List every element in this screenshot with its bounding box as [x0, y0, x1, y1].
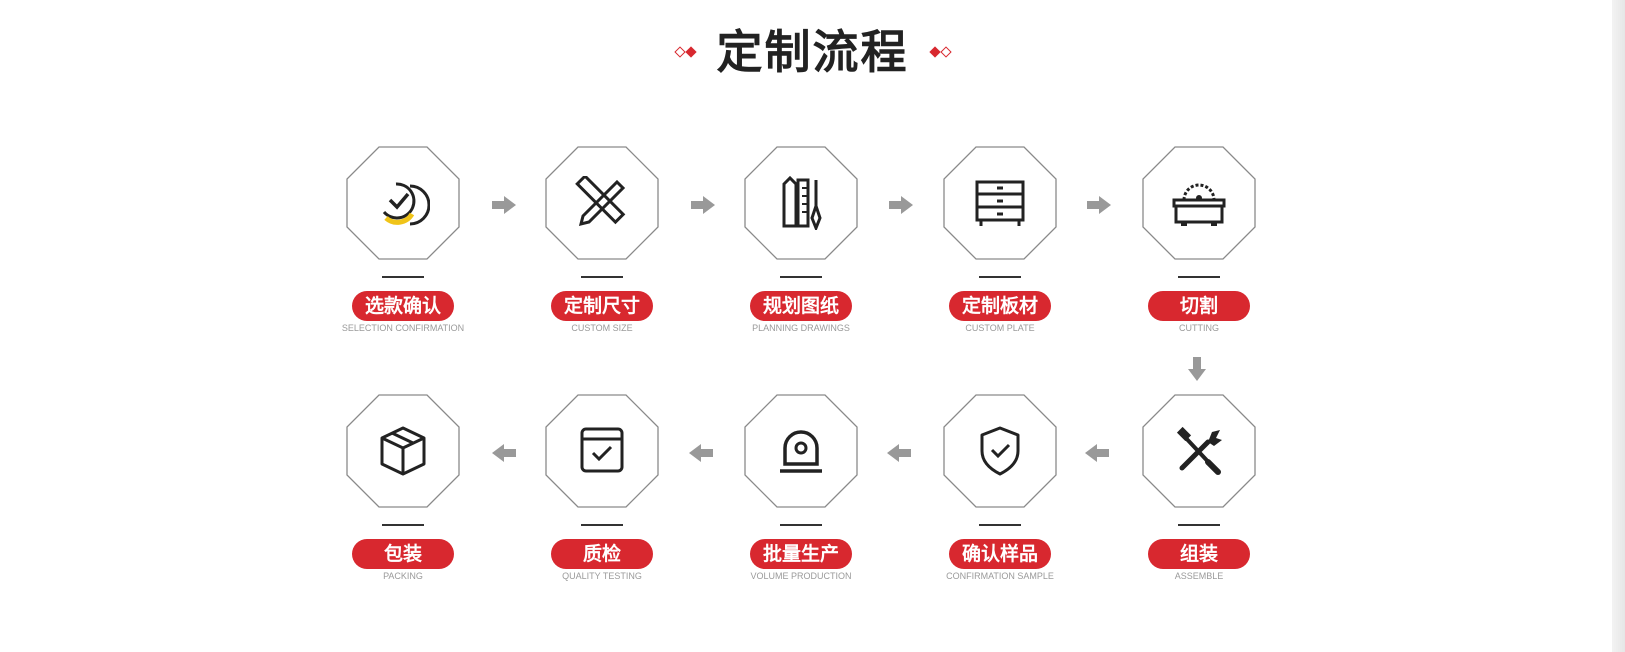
arrow-right-icon	[889, 196, 913, 214]
title-deco-right	[928, 46, 952, 58]
arrow-left-icon	[1085, 444, 1109, 462]
arrow-left-icon	[689, 444, 713, 462]
separator-line	[1178, 524, 1220, 526]
ruler-pencil-icon	[575, 176, 626, 227]
step-subtitle: CONFIRMATION SAMPLE	[946, 571, 1054, 581]
step-subtitle: SELECTION CONFIRMATION	[341, 323, 465, 333]
separator-line	[1178, 276, 1220, 278]
step-subtitle: CUSTOM PLATE	[965, 323, 1035, 333]
shield-check-icon	[980, 426, 1020, 476]
octagon-frame	[1142, 146, 1256, 260]
cabinet-icon	[975, 180, 1025, 226]
step-label: 质检	[551, 539, 653, 569]
step-label: 包装	[352, 539, 454, 569]
octagon-frame	[943, 394, 1057, 508]
step-label: 规划图纸	[750, 291, 852, 321]
arrow-right-icon	[691, 196, 715, 214]
check-circle-icon	[382, 182, 430, 226]
step-subtitle: CUTTING	[1179, 323, 1219, 333]
checklist-icon	[580, 427, 624, 473]
arrow-right-icon	[1087, 196, 1111, 214]
octagon-frame	[545, 146, 659, 260]
tools-icon	[1176, 426, 1222, 475]
arrow-left-icon	[887, 444, 911, 462]
title-bar: 定制流程	[0, 22, 1625, 82]
step-label: 选款确认	[352, 291, 454, 321]
drawing-tools-icon	[782, 176, 822, 230]
octagon-frame	[545, 394, 659, 508]
step-label: 定制尺寸	[551, 291, 653, 321]
box-icon	[380, 426, 426, 476]
step-subtitle: QUALITY TESTING	[562, 571, 642, 581]
page-edge-shadow	[1612, 0, 1625, 652]
separator-line	[780, 276, 822, 278]
separator-line	[382, 276, 424, 278]
octagon-frame	[744, 146, 858, 260]
step-label: 确认样品	[949, 539, 1051, 569]
separator-line	[780, 524, 822, 526]
octagon-frame	[346, 146, 460, 260]
step-label: 定制板材	[949, 291, 1051, 321]
step-subtitle: VOLUME PRODUCTION	[750, 571, 852, 581]
separator-line	[382, 524, 424, 526]
step-subtitle: PACKING	[383, 571, 423, 581]
saw-table-icon	[1172, 183, 1226, 226]
step-subtitle: CUSTOM SIZE	[571, 323, 633, 333]
page-title: 定制流程	[716, 25, 909, 79]
arrow-down-icon	[1188, 357, 1206, 381]
step-label: 组装	[1148, 539, 1250, 569]
separator-line	[979, 276, 1021, 278]
alarm-light-icon	[780, 430, 822, 473]
step-label: 切割	[1148, 291, 1250, 321]
octagon-frame	[744, 394, 858, 508]
title-deco-left	[673, 46, 697, 58]
arrow-right-icon	[492, 196, 516, 214]
octagon-frame	[943, 146, 1057, 260]
step-subtitle: ASSEMBLE	[1174, 571, 1224, 581]
separator-line	[979, 524, 1021, 526]
step-subtitle: PLANNING DRAWINGS	[752, 323, 850, 333]
step-label: 批量生产	[750, 539, 852, 569]
separator-line	[581, 524, 623, 526]
separator-line	[581, 276, 623, 278]
arrow-left-icon	[492, 444, 516, 462]
